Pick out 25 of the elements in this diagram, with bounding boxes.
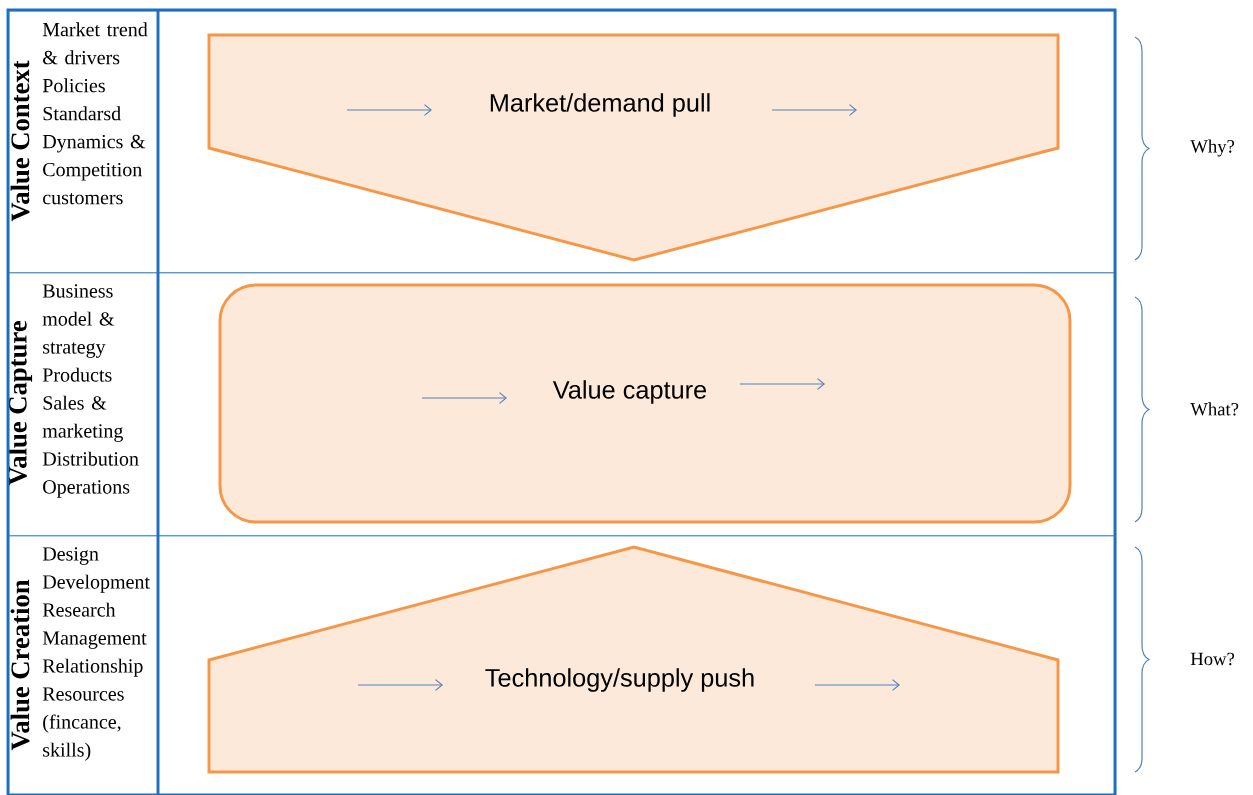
brace-label: How? — [1190, 652, 1235, 666]
node-label: Products — [42, 367, 112, 382]
rounded-box: Value capture — [218, 283, 1072, 524]
node-label: Design — [42, 547, 99, 565]
node-label: Distribution — [42, 451, 139, 466]
row-heading: Value Context — [10, 60, 30, 222]
brace-label: Why? — [1190, 139, 1235, 157]
item-list: Business model & strategy Products Sales & marketing Distribution Operations — [42, 284, 139, 498]
node-label: Resources (fincance, skills) — [42, 687, 124, 761]
node-label: Research — [42, 602, 116, 617]
row-heading: Value Capture — [7, 321, 33, 486]
node-label: Relationship — [42, 658, 143, 677]
row-heading: Value Creation — [10, 579, 30, 751]
node-label: Operations — [43, 480, 130, 498]
node-label: Development — [42, 574, 150, 593]
brace-label: What? — [1190, 402, 1239, 416]
item-list: Market trend & drivers Policies Standarsd Dynamics & Competition customers — [42, 22, 148, 205]
node-label: Market trend & drivers — [42, 22, 148, 65]
node-label: Business model & strategy — [42, 284, 115, 358]
node-label: customers — [43, 192, 123, 205]
node-label: Standarsd — [43, 106, 121, 121]
node-label: Policies — [42, 78, 105, 93]
item-list: Design Development Research Management Relationship Resources (fincance, skills) — [42, 547, 150, 761]
node-label: Sales & marketing — [42, 395, 123, 442]
node-label: Management — [42, 631, 147, 649]
